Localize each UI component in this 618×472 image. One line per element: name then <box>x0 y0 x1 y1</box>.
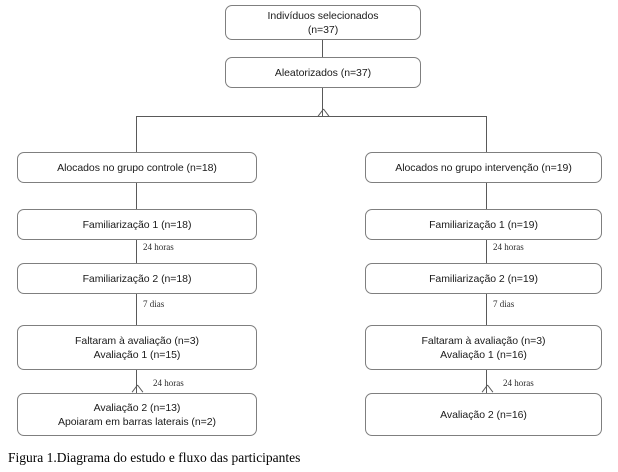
connector-controle-fam1-to-fam2 <box>136 240 137 263</box>
node-avaliacao-2-intervencao: Avaliação 2 (n=16) <box>365 393 602 436</box>
edge-label-controle-24-horas-2: 24 horas <box>153 378 184 388</box>
node-alocados-grupo-intervencao: Alocados no grupo intervenção (n=19) <box>365 152 602 183</box>
node-line: Faltaram à avaliação (n=3) <box>421 334 546 347</box>
node-line: Avaliação 1 (n=16) <box>440 348 527 361</box>
node-aleatorizados: Aleatorizados (n=37) <box>225 57 421 88</box>
node-alocados-grupo-controle: Alocados no grupo controle (n=18) <box>17 152 257 183</box>
connector-split-to-left-branch <box>136 116 137 153</box>
node-familiarizacao-1-controle: Familiarização 1 (n=18) <box>17 209 257 240</box>
connector-controle-fam2-to-faltaram <box>136 294 137 325</box>
node-familiarizacao-1-intervencao: Familiarização 1 (n=19) <box>365 209 602 240</box>
node-line: Familiarização 1 (n=19) <box>429 218 538 231</box>
arrowhead-icon-controle-aval2 <box>131 385 142 393</box>
connector-controle-faltaram-to-aval2 <box>136 370 137 393</box>
node-line: Alocados no grupo controle (n=18) <box>57 161 217 174</box>
split-bar <box>136 116 486 117</box>
connector-split-to-right-branch <box>486 116 487 153</box>
node-faltaram-avaliacao-intervencao: Faltaram à avaliação (n=3) Avaliação 1 (… <box>365 325 602 370</box>
node-line: Apoiaram em barras laterais (n=2) <box>58 415 216 428</box>
node-line: Avaliação 2 (n=16) <box>440 408 527 421</box>
edge-label-controle-7-dias: 7 dias <box>143 299 165 309</box>
node-avaliacao-2-controle: Avaliação 2 (n=13) Apoiaram em barras la… <box>17 393 257 436</box>
edge-label-intervencao-7-dias: 7 dias <box>493 299 515 309</box>
node-line: Faltaram à avaliação (n=3) <box>75 334 199 347</box>
node-faltaram-avaliacao-controle: Faltaram à avaliação (n=3) Avaliação 1 (… <box>17 325 257 370</box>
node-line: Avaliação 1 (n=15) <box>93 348 181 361</box>
node-line: Familiarização 2 (n=18) <box>82 272 192 285</box>
figure-caption: Figura 1.Diagrama do estudo e fluxo das … <box>8 450 301 465</box>
node-familiarizacao-2-controle: Familiarização 2 (n=18) <box>17 263 257 294</box>
node-line: Familiarização 1 (n=18) <box>82 218 192 231</box>
node-line: Familiarização 2 (n=19) <box>429 272 538 285</box>
connector-selecionados-to-aleatorizados <box>322 40 323 57</box>
edge-label-controle-24-horas-1: 24 horas <box>143 242 174 252</box>
connector-controle-alocados-to-fam1 <box>136 183 137 209</box>
edge-label-intervencao-24-horas-1: 24 horas <box>493 242 524 252</box>
arrowhead-icon-intervencao-aval2 <box>481 385 492 393</box>
node-individuos-selecionados: Indivíduos selecionados (n=37) <box>225 5 421 40</box>
node-line: Aleatorizados (n=37) <box>274 66 372 79</box>
node-familiarizacao-2-intervencao: Familiarização 2 (n=19) <box>365 263 602 294</box>
node-line: Avaliação 2 (n=13) <box>93 401 181 414</box>
connector-intervencao-fam2-to-faltaram <box>486 294 487 325</box>
edge-label-intervencao-24-horas-2: 24 horas <box>503 378 534 388</box>
node-line: Alocados no grupo intervenção (n=19) <box>395 161 572 174</box>
node-line: (n=37) <box>307 23 339 36</box>
node-line: Indivíduos selecionados <box>267 9 379 22</box>
connector-intervencao-faltaram-to-aval2 <box>486 370 487 393</box>
connector-intervencao-fam1-to-fam2 <box>486 240 487 263</box>
connector-intervencao-alocados-to-fam1 <box>486 183 487 209</box>
connector-aleatorizados-to-split <box>322 88 323 116</box>
